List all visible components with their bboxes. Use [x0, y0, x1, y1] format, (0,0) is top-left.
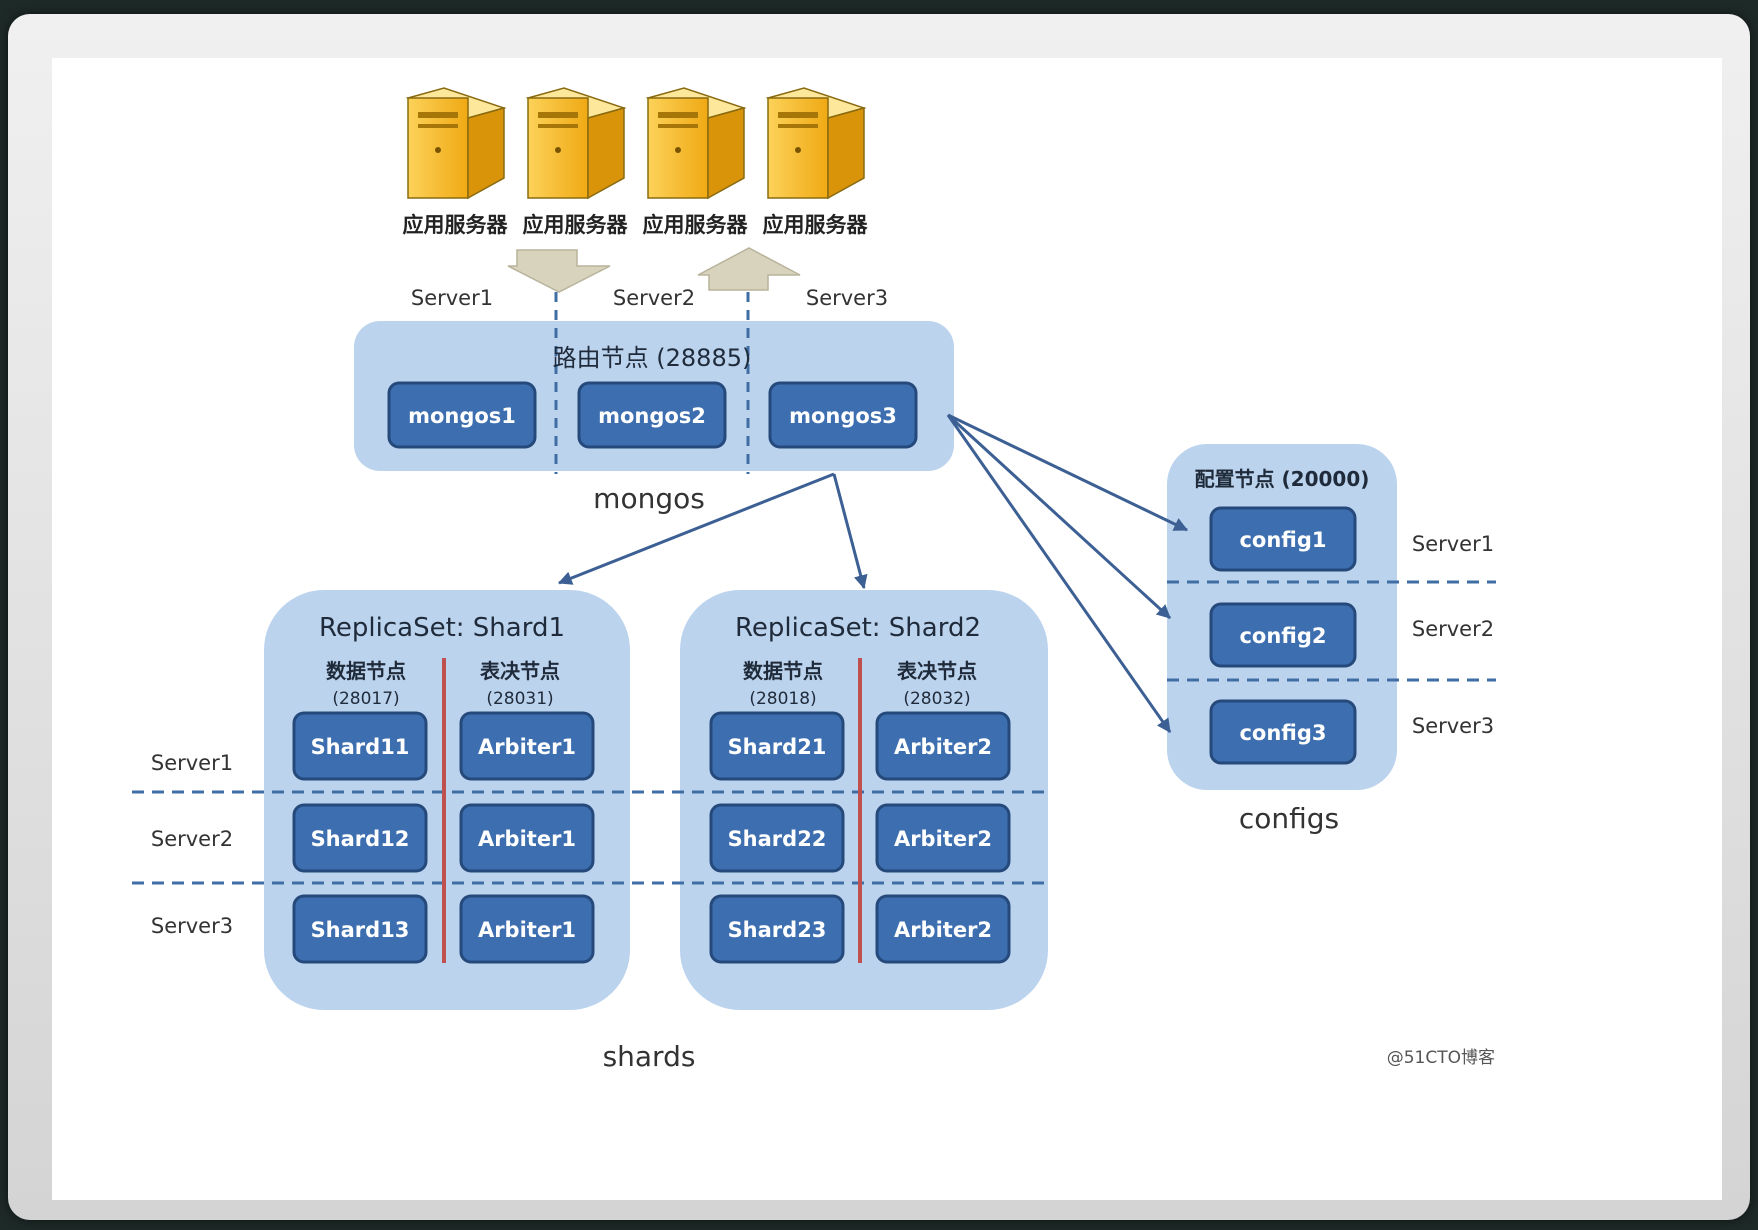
shard2-arb-port: (28032) — [903, 689, 970, 709]
shard-server-1-label: Server1 — [151, 751, 233, 775]
shard-server-3-label: Server3 — [151, 914, 233, 938]
app-server-3: 应用服务器 — [643, 87, 749, 237]
node-mongos1-label: mongos1 — [408, 404, 516, 428]
arrow-mongos-to-config3 — [946, 414, 1172, 733]
node-arbiter2-c-label: Arbiter2 — [894, 918, 992, 942]
route-server-3-label: Server3 — [806, 286, 888, 310]
node-arbiter1-a — [459, 711, 595, 781]
up-arrow-icon — [697, 247, 801, 291]
node-config1 — [1209, 506, 1357, 572]
node-shard12-label: Shard12 — [311, 827, 410, 851]
server-icon — [765, 87, 867, 200]
node-shard21 — [709, 711, 845, 781]
app-server-label: 应用服务器 — [643, 213, 749, 237]
node-arbiter2-b — [875, 803, 1011, 873]
arrow-mongos-to-shard2 — [832, 473, 868, 590]
node-shard22-label: Shard22 — [728, 827, 827, 851]
node-mongos2-label: mongos2 — [598, 404, 706, 428]
node-shard13-label: Shard13 — [311, 918, 410, 942]
node-shard13 — [292, 894, 428, 964]
node-arbiter1-c — [459, 894, 595, 964]
app-server-1: 应用服务器 — [403, 87, 509, 237]
node-shard21-label: Shard21 — [728, 735, 827, 759]
config-server-2-label: Server2 — [1412, 617, 1494, 641]
shard2-data-port: (28018) — [749, 689, 816, 709]
app-server-4: 应用服务器 — [763, 87, 869, 237]
node-config2-label: config2 — [1239, 624, 1326, 648]
shard2-arb-header: 表决节点 — [897, 659, 977, 683]
server-icon — [525, 87, 627, 200]
route-server-1-label: Server1 — [411, 286, 493, 310]
config-server-3-label: Server3 — [1412, 714, 1494, 738]
diagram-canvas: 应用服务器 应用服务器 应用服务器 — [52, 58, 1722, 1200]
node-config3-label: config3 — [1239, 721, 1326, 745]
routing-title: 路由节点 (28885) — [553, 344, 752, 372]
watermark: @51CTO博客 — [1387, 1048, 1495, 1068]
image-frame: 应用服务器 应用服务器 应用服务器 — [8, 14, 1750, 1220]
node-config3 — [1209, 699, 1357, 765]
node-config2 — [1209, 602, 1357, 668]
shard1-title: ReplicaSet: Shard1 — [319, 613, 565, 643]
node-shard23-label: Shard23 — [728, 918, 827, 942]
configs-group-label: configs — [1239, 802, 1339, 835]
server-icon — [405, 87, 507, 200]
shard2-title: ReplicaSet: Shard2 — [735, 613, 981, 643]
mongos-group-label: mongos — [593, 482, 705, 515]
config-server-1-label: Server1 — [1412, 532, 1494, 556]
route-server-2-label: Server2 — [613, 286, 695, 310]
shard-server-2-label: Server2 — [151, 827, 233, 851]
app-server-label: 应用服务器 — [523, 213, 629, 237]
app-server-label: 应用服务器 — [763, 213, 869, 237]
node-arbiter2-c — [875, 894, 1011, 964]
arrow-mongos-to-config2 — [946, 413, 1172, 620]
shard1-arb-header: 表决节点 — [480, 659, 560, 683]
node-mongos1 — [387, 381, 537, 449]
shard1-data-header: 数据节点 — [326, 659, 406, 683]
node-arbiter1-a-label: Arbiter1 — [478, 735, 576, 759]
node-shard22 — [709, 803, 845, 873]
configs-title: 配置节点 (20000) — [1195, 467, 1370, 491]
node-shard12 — [292, 803, 428, 873]
arrow-mongos-to-shard1 — [557, 472, 835, 585]
node-arbiter2-a-label: Arbiter2 — [894, 735, 992, 759]
node-shard11-label: Shard11 — [311, 735, 410, 759]
node-arbiter1-b-label: Arbiter1 — [478, 827, 576, 851]
node-mongos3 — [768, 381, 918, 449]
down-arrow-icon — [507, 249, 611, 293]
node-mongos2 — [577, 381, 727, 449]
node-arbiter1-b — [459, 803, 595, 873]
arrow-mongos-to-config1 — [947, 413, 1189, 532]
shards-group-label: shards — [603, 1040, 696, 1073]
app-server-2: 应用服务器 — [523, 87, 629, 237]
node-arbiter1-c-label: Arbiter1 — [478, 918, 576, 942]
node-shard11 — [292, 711, 428, 781]
server-icon — [645, 87, 747, 200]
node-mongos3-label: mongos3 — [789, 404, 897, 428]
node-config1-label: config1 — [1239, 528, 1326, 552]
shard1-data-port: (28017) — [332, 689, 399, 709]
node-arbiter2-b-label: Arbiter2 — [894, 827, 992, 851]
node-arbiter2-a — [875, 711, 1011, 781]
app-server-label: 应用服务器 — [403, 213, 509, 237]
shard1-arb-port: (28031) — [486, 689, 553, 709]
shard2-data-header: 数据节点 — [743, 659, 823, 683]
node-shard23 — [709, 894, 845, 964]
architecture-diagram: 应用服务器 应用服务器 应用服务器 — [132, 87, 1496, 1073]
